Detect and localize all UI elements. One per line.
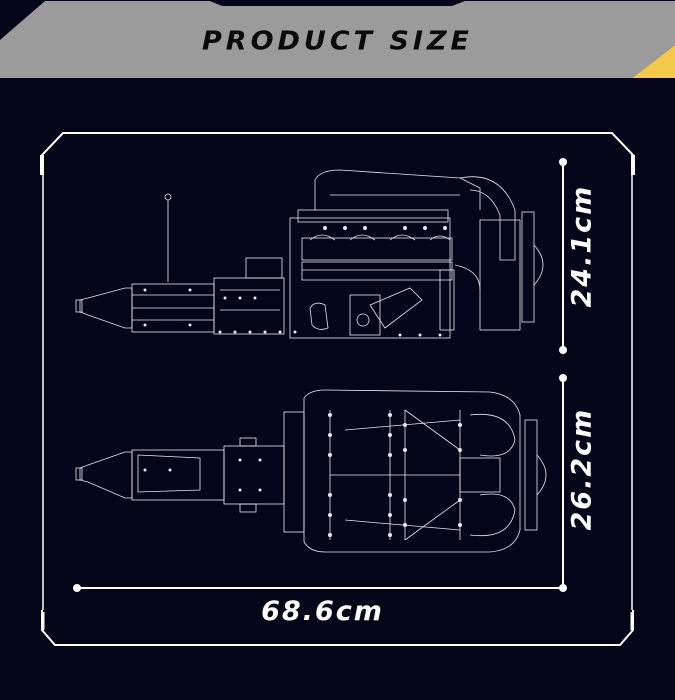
height-dimension-label: 24.1cm — [566, 184, 598, 308]
page-title: PRODUCT SIZE — [201, 26, 473, 57]
engine-top-view-illustration — [75, 389, 547, 553]
width-dimension-label: 26.2cm — [566, 407, 598, 531]
header-banner: PRODUCT SIZE — [0, 0, 675, 80]
length-dimension-label: 68.6cm — [261, 596, 384, 627]
banner-shape — [0, 1, 675, 78]
engine-side-view-illustration — [75, 169, 544, 339]
